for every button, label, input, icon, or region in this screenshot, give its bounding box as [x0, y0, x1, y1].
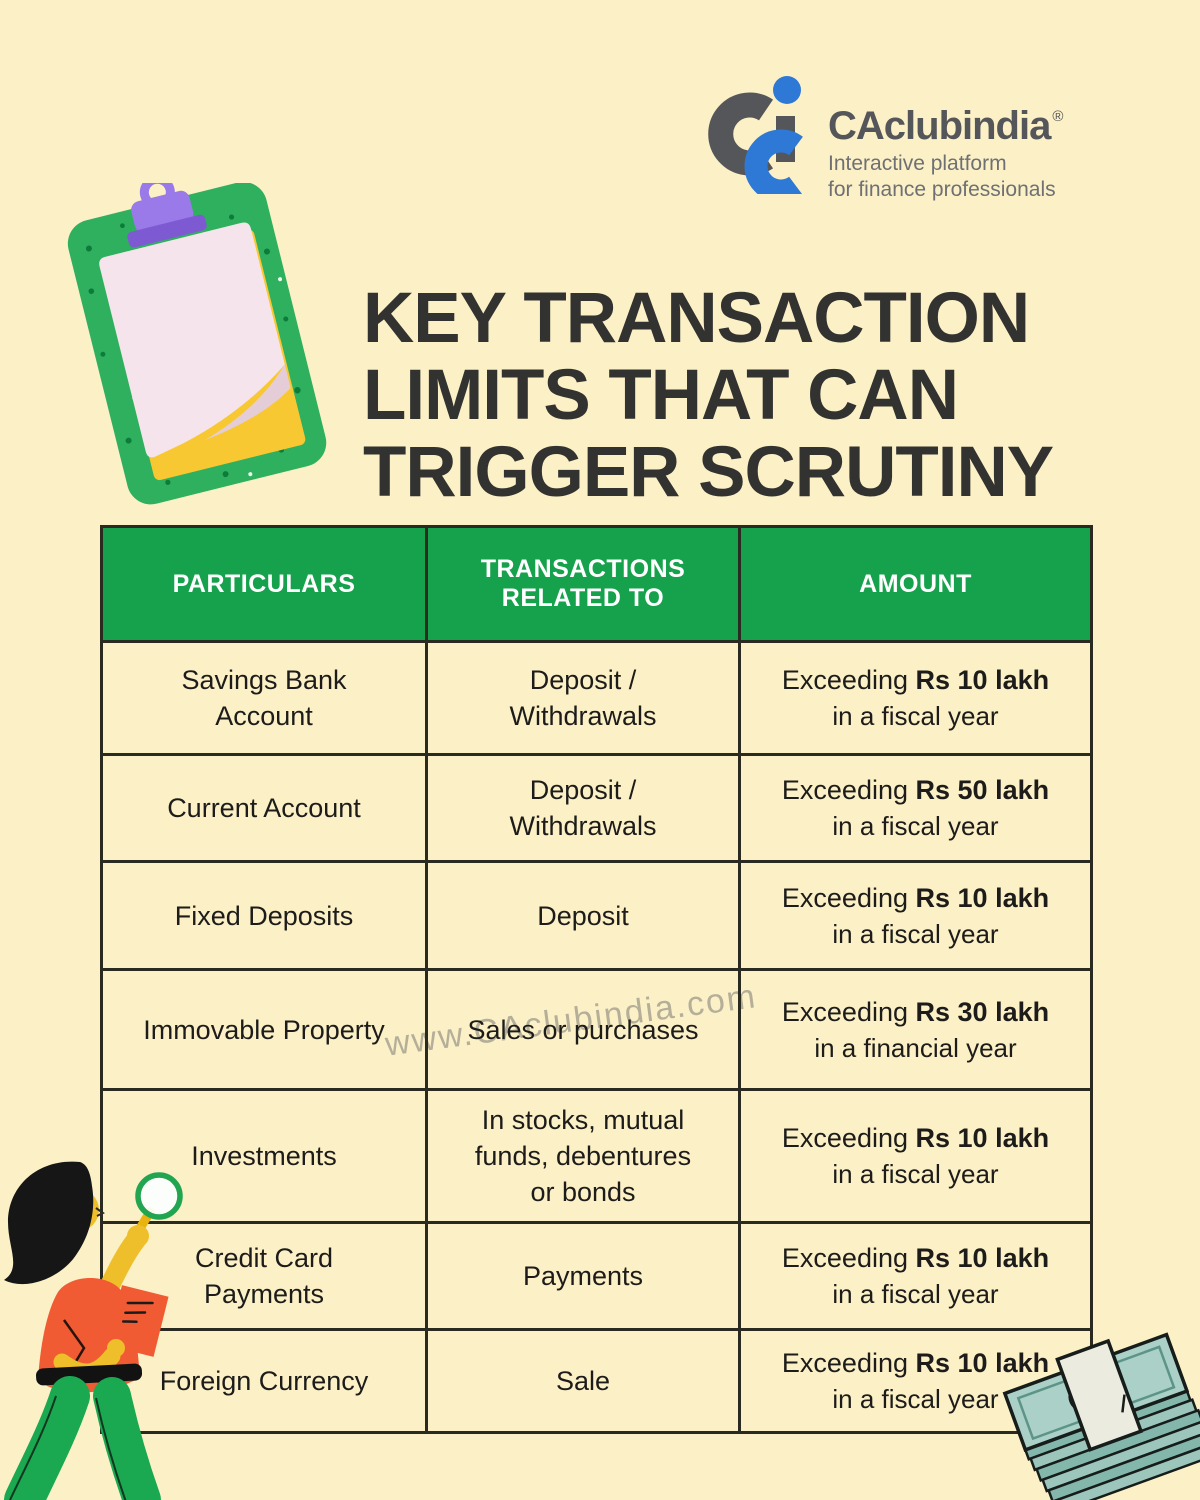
- cell-transactions: Sale: [425, 1328, 741, 1434]
- amount-value: Rs 30 lakh: [915, 996, 1050, 1027]
- amount-value: Rs 50 lakh: [915, 775, 1050, 805]
- cell-transactions: Sales or purchases: [425, 968, 741, 1091]
- limits-table: PARTICULARS TRANSACTIONS RELATED TO AMOU…: [100, 525, 1093, 1434]
- table-row: Current Account Deposit / Withdrawals Ex…: [100, 753, 1093, 863]
- tagline-line-1: Interactive platform: [828, 152, 1007, 175]
- caclubindia-logo: CAclubindia® Interactive platform for fi…: [700, 74, 1063, 203]
- amount-prefix: Exceeding: [781, 665, 908, 695]
- cell-amount: Exceeding Rs 10 lakh in a fiscal year: [738, 860, 1093, 971]
- title-line-3: TRIGGER SCRUTINY: [363, 432, 1054, 512]
- cell-transactions: Payments: [425, 1221, 741, 1331]
- amount-period: in a fiscal year: [832, 811, 999, 841]
- cell-amount: Exceeding Rs 10 lakh in a fiscal year: [738, 1221, 1093, 1331]
- amount-prefix: Exceeding: [781, 775, 908, 805]
- cell-amount: Exceeding Rs 50 lakh in a fiscal year: [738, 753, 1093, 863]
- page-title: KEY TRANSACTION LIMITS THAT CAN TRIGGER …: [363, 280, 1103, 511]
- amount-period: in a fiscal year: [832, 918, 999, 949]
- clipboard-illustration-icon: [67, 183, 327, 505]
- cell-particulars: Immovable Property: [100, 968, 428, 1091]
- table-row: Credit Card Payments Payments Exceeding …: [100, 1221, 1093, 1331]
- cell-amount: Exceeding Rs 10 lakh in a fiscal year: [738, 1088, 1093, 1224]
- cell-transactions: Deposit / Withdrawals: [425, 640, 741, 756]
- cell-transactions: Deposit / Withdrawals: [425, 753, 741, 863]
- caclubindia-logo-icon: [708, 76, 803, 194]
- amount-value: Rs 10 lakh: [915, 1243, 1050, 1273]
- cell-amount: Exceeding Rs 30 lakh in a financial year: [738, 968, 1093, 1091]
- amount-period: in a fiscal year: [832, 701, 999, 731]
- amount-period: in a fiscal year: [832, 1279, 999, 1309]
- amount-value: Rs 10 lakh: [915, 1348, 1050, 1378]
- money-stack-illustration-icon: [1002, 1332, 1200, 1500]
- amount-period: in a financial year: [814, 1032, 1017, 1063]
- title-line-1: KEY TRANSACTION: [363, 278, 1030, 358]
- registered-mark: ®: [1052, 108, 1063, 125]
- brand-text: CAclubindia: [828, 104, 1051, 148]
- table-row: Immovable Property Sales or purchases Ex…: [100, 968, 1093, 1091]
- table-row: Investments In stocks, mutual funds, deb…: [100, 1088, 1093, 1224]
- tagline-line-2: for finance professionals: [828, 178, 1056, 201]
- amount-period: in a fiscal year: [832, 1384, 999, 1414]
- cell-particulars: Fixed Deposits: [100, 860, 428, 971]
- amount-prefix: Exceeding: [781, 996, 908, 1027]
- amount-prefix: Exceeding: [781, 1243, 908, 1273]
- cell-particulars: Investments: [100, 1088, 428, 1224]
- amount-prefix: Exceeding: [781, 1123, 908, 1153]
- cell-transactions: Deposit: [425, 860, 741, 971]
- header-transactions: TRANSACTIONS RELATED TO: [425, 525, 741, 643]
- limits-table-container: PARTICULARS TRANSACTIONS RELATED TO AMOU…: [100, 525, 1093, 1434]
- person-magnifier-illustration-icon: [4, 1161, 183, 1500]
- cell-transactions: In stocks, mutual funds, debentures or b…: [425, 1088, 741, 1224]
- amount-prefix: Exceeding: [781, 1348, 908, 1378]
- header-amount: AMOUNT: [738, 525, 1093, 643]
- amount-value: Rs 10 lakh: [915, 882, 1050, 913]
- cell-amount: Exceeding Rs 10 lakh in a fiscal year: [738, 640, 1093, 756]
- brand-name: CAclubindia®: [828, 96, 1063, 148]
- amount-value: Rs 10 lakh: [915, 665, 1050, 695]
- table-row: Fixed Deposits Deposit Exceeding Rs 10 l…: [100, 860, 1093, 971]
- amount-value: Rs 10 lakh: [915, 1123, 1050, 1153]
- cell-particulars: Current Account: [100, 753, 428, 863]
- table-row: Savings Bank Account Deposit / Withdrawa…: [100, 640, 1093, 756]
- brand-tagline: Interactive platform for finance profess…: [828, 151, 1062, 203]
- amount-prefix: Exceeding: [781, 882, 908, 913]
- amount-period: in a fiscal year: [832, 1159, 999, 1189]
- header-particulars: PARTICULARS: [100, 525, 428, 643]
- table-header-row: PARTICULARS TRANSACTIONS RELATED TO AMOU…: [100, 525, 1093, 643]
- cell-particulars: Savings Bank Account: [100, 640, 428, 756]
- title-line-2: LIMITS THAT CAN: [363, 355, 959, 435]
- table-row: Foreign Currency Sale Exceeding Rs 10 la…: [100, 1328, 1093, 1434]
